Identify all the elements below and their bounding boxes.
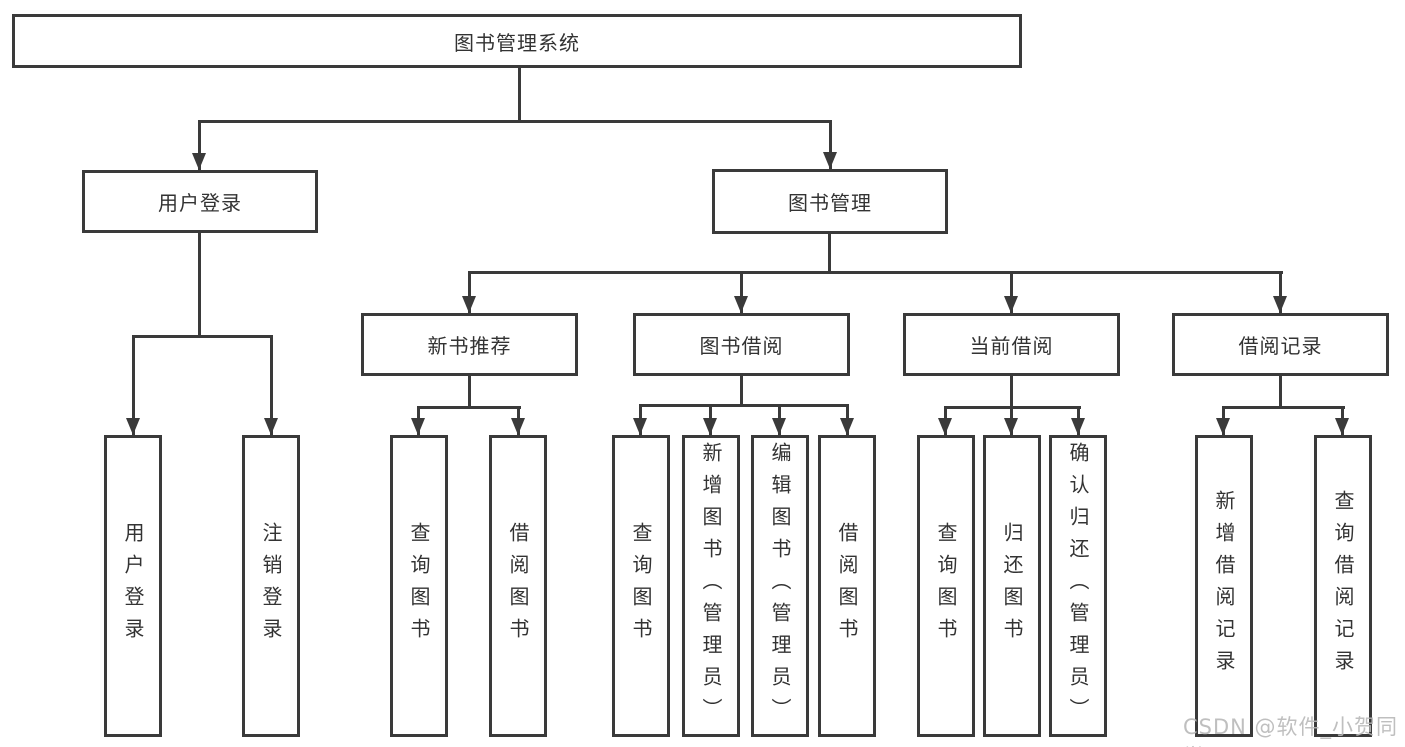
node-label: 借阅记录 xyxy=(1238,334,1323,358)
connector-line xyxy=(468,376,471,409)
node-label: 图书管理系统 xyxy=(454,30,580,55)
node-leaf-add-borrow-record: 新增借阅记录 xyxy=(1195,435,1253,737)
connector-line xyxy=(518,66,521,122)
node-label: 注销登录 xyxy=(259,522,283,650)
node-book-management: 图书管理 xyxy=(712,169,948,234)
node-leaf-edit-book-admin: 编辑图书（管理员） xyxy=(751,435,809,737)
arrowhead-icon xyxy=(192,153,206,170)
connector-line xyxy=(740,376,743,407)
connector-line xyxy=(468,271,1283,274)
arrowhead-icon xyxy=(938,418,952,435)
arrowhead-icon xyxy=(1216,418,1230,435)
node-current-borrowing: 当前借阅 xyxy=(903,313,1120,376)
arrowhead-icon xyxy=(264,418,278,435)
connector-line xyxy=(1279,271,1282,313)
node-label: 查询图书 xyxy=(934,522,958,650)
node-label: 借阅图书 xyxy=(835,522,859,650)
node-root: 图书管理系统 xyxy=(12,14,1022,68)
connector-line xyxy=(468,271,471,313)
node-label: 图书借阅 xyxy=(699,334,784,358)
connector-line xyxy=(1222,406,1345,409)
node-label: 查询图书 xyxy=(407,522,431,650)
arrowhead-icon xyxy=(511,418,525,435)
arrowhead-icon xyxy=(840,418,854,435)
connector-line xyxy=(132,335,273,338)
arrowhead-icon xyxy=(126,418,140,435)
arrowhead-icon xyxy=(633,418,647,435)
connector-line xyxy=(132,335,135,435)
connector-line xyxy=(198,120,832,123)
connector-line xyxy=(1279,376,1282,409)
node-user-login: 用户登录 xyxy=(82,170,318,233)
arrowhead-icon xyxy=(462,296,476,313)
node-leaf-borrow-book: 借阅图书 xyxy=(818,435,876,737)
node-borrow-records: 借阅记录 xyxy=(1172,313,1389,376)
connector-line xyxy=(828,234,831,274)
connector-line xyxy=(198,120,201,170)
connector-line xyxy=(198,233,201,338)
arrowhead-icon xyxy=(411,418,425,435)
node-leaf-logout: 注销登录 xyxy=(242,435,300,737)
arrowhead-icon xyxy=(1004,418,1018,435)
node-label: 用户登录 xyxy=(121,522,145,650)
arrowhead-icon xyxy=(734,296,748,313)
connector-line xyxy=(270,335,273,435)
connector-line xyxy=(417,406,521,409)
node-leaf-user-login: 用户登录 xyxy=(104,435,162,737)
node-label: 当前借阅 xyxy=(969,334,1054,358)
node-label: 确认归还（管理员） xyxy=(1066,442,1090,730)
node-leaf-add-book-admin: 新增图书（管理员） xyxy=(682,435,740,737)
node-label: 编辑图书（管理员） xyxy=(768,442,792,730)
arrowhead-icon xyxy=(1004,296,1018,313)
arrowhead-icon xyxy=(823,152,837,169)
node-leaf-query-book-current: 查询图书 xyxy=(917,435,975,737)
arrowhead-icon xyxy=(1273,296,1287,313)
node-label: 图书管理 xyxy=(788,191,872,215)
node-label: 查询图书 xyxy=(629,522,653,650)
node-label: 新增借阅记录 xyxy=(1212,490,1236,682)
node-label: 查询借阅记录 xyxy=(1331,490,1355,682)
node-label: 新书推荐 xyxy=(427,334,512,358)
node-leaf-return-book: 归还图书 xyxy=(983,435,1041,737)
arrowhead-icon xyxy=(1335,418,1349,435)
node-leaf-borrow-book-recommend: 借阅图书 xyxy=(489,435,547,737)
node-label: 新增图书（管理员） xyxy=(699,442,723,730)
arrowhead-icon xyxy=(1071,418,1085,435)
connector-line xyxy=(1010,376,1013,409)
node-leaf-query-book-borrowing: 查询图书 xyxy=(612,435,670,737)
node-leaf-query-book-recommend: 查询图书 xyxy=(390,435,448,737)
node-new-book-recommend: 新书推荐 xyxy=(361,313,578,376)
node-leaf-query-borrow-record: 查询借阅记录 xyxy=(1314,435,1372,737)
node-label: 归还图书 xyxy=(1000,522,1024,650)
connector-line xyxy=(639,404,849,407)
connector-line xyxy=(740,271,743,313)
node-label: 借阅图书 xyxy=(506,522,530,650)
watermark: CSDN @软件_小贺同学 xyxy=(1183,715,1399,747)
connector-line xyxy=(1010,271,1013,313)
node-leaf-confirm-return-admin: 确认归还（管理员） xyxy=(1049,435,1107,737)
arrowhead-icon xyxy=(703,418,717,435)
node-book-borrowing: 图书借阅 xyxy=(633,313,850,376)
arrowhead-icon xyxy=(772,418,786,435)
node-label: 用户登录 xyxy=(158,191,242,215)
connector-line xyxy=(829,120,832,169)
